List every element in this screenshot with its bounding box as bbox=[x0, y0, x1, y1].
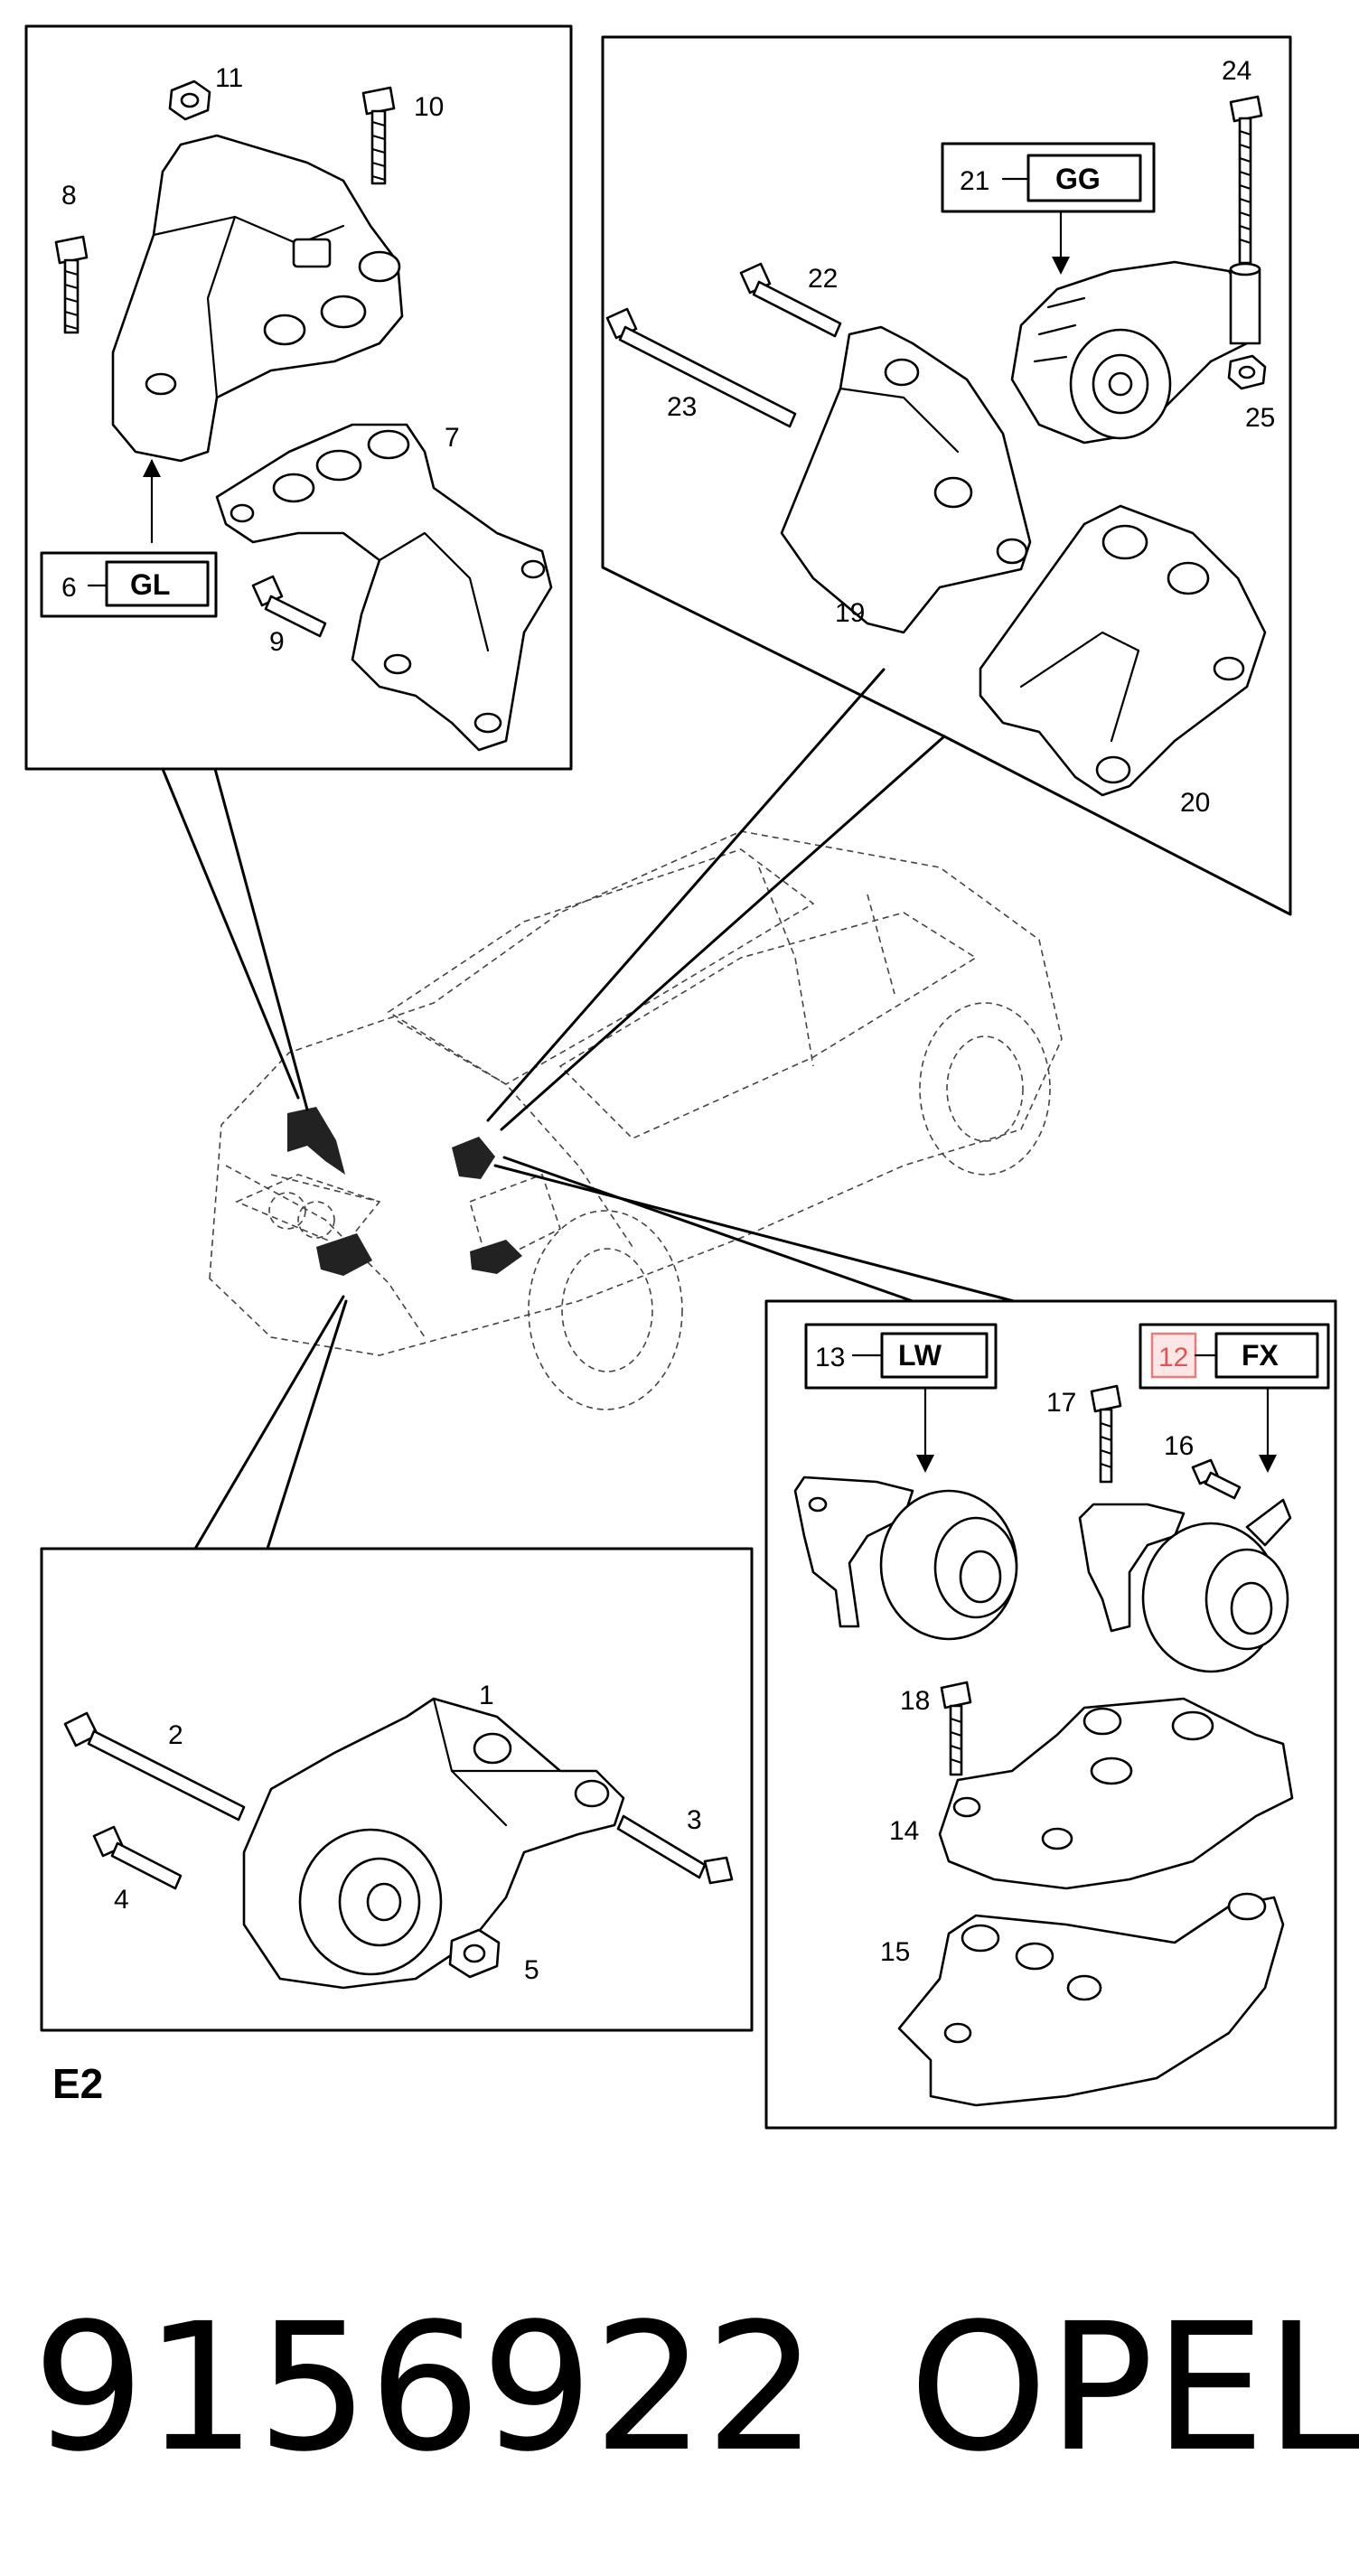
code-lw: LW bbox=[898, 1339, 942, 1372]
mount-location-rear bbox=[452, 1137, 495, 1179]
callout-8: 8 bbox=[61, 181, 77, 211]
callout-14: 14 bbox=[889, 1816, 919, 1846]
bolt-18 bbox=[940, 1681, 972, 1776]
nut-11 bbox=[168, 80, 211, 121]
part-13-mount bbox=[793, 1475, 1018, 1641]
bolt-22 bbox=[739, 262, 842, 338]
callout-4: 4 bbox=[114, 1885, 129, 1915]
callout-2: 2 bbox=[168, 1720, 183, 1750]
callout-18: 18 bbox=[900, 1686, 930, 1716]
nut-5 bbox=[448, 1928, 501, 1979]
part-21-mount bbox=[1010, 260, 1249, 445]
callout-23: 23 bbox=[667, 392, 697, 422]
bolt-3 bbox=[616, 1814, 734, 1885]
panel-top-right: 24 21 GG 22 23 25 19 20 bbox=[486, 35, 1292, 1131]
bolt-16 bbox=[1191, 1458, 1242, 1500]
bolt-23 bbox=[605, 307, 797, 428]
callout-1: 1 bbox=[479, 1681, 494, 1710]
callout-11: 11 bbox=[215, 63, 243, 93]
callout-6: 6 bbox=[61, 573, 77, 603]
panel-bottom-right: 13 LW 12 FX 17 16 18 14 15 bbox=[493, 1156, 1337, 2130]
part-number: 9156922 bbox=[33, 2285, 817, 2490]
callout-5: 5 bbox=[524, 1955, 539, 1985]
code-fx: FX bbox=[1242, 1339, 1279, 1372]
bolt-24 bbox=[1229, 95, 1263, 345]
callout-19: 19 bbox=[835, 598, 865, 628]
part-1-mount bbox=[242, 1697, 625, 1990]
bolt-2 bbox=[63, 1711, 246, 1822]
bolt-17 bbox=[1090, 1384, 1122, 1484]
callout-13: 13 bbox=[815, 1343, 845, 1372]
code-gg: GG bbox=[1055, 163, 1101, 195]
callout-24: 24 bbox=[1222, 56, 1251, 86]
callout-15: 15 bbox=[880, 1937, 910, 1967]
callout-22: 22 bbox=[808, 264, 838, 294]
callout-25: 25 bbox=[1245, 403, 1275, 433]
panel-top-left: 11 10 8 7 6 GL 9 bbox=[24, 24, 573, 1111]
mount-location-right bbox=[470, 1240, 522, 1274]
bolt-4 bbox=[92, 1825, 183, 1890]
mount-location-front bbox=[316, 1233, 372, 1276]
callout-3: 3 bbox=[687, 1805, 702, 1835]
bolt-10 bbox=[361, 86, 396, 185]
section-label: E2 bbox=[52, 2060, 103, 2107]
mount-location-left bbox=[287, 1107, 345, 1175]
bolt-8 bbox=[54, 235, 89, 334]
panel-bottom-left: 1 2 3 4 5 bbox=[40, 1295, 754, 2032]
part-14-bracket bbox=[938, 1697, 1294, 1890]
part-12-mount bbox=[1078, 1498, 1292, 1673]
bolt-9 bbox=[251, 575, 327, 638]
callout-16: 16 bbox=[1164, 1431, 1194, 1461]
part-19-bracket bbox=[780, 325, 1032, 634]
nut-25 bbox=[1227, 354, 1267, 390]
brand-name: OPEL bbox=[909, 2285, 1359, 2490]
code-gl: GL bbox=[130, 568, 170, 601]
callout-21: 21 bbox=[960, 166, 989, 196]
part-20-bracket bbox=[979, 504, 1267, 797]
highlight-box bbox=[1150, 1332, 1197, 1379]
callout-12: 12 bbox=[1158, 1343, 1188, 1372]
callout-10: 10 bbox=[414, 92, 444, 122]
car-illustration bbox=[209, 830, 1063, 1410]
part-6-mount bbox=[111, 134, 404, 463]
part-7-bracket bbox=[215, 423, 553, 752]
callout-20: 20 bbox=[1180, 788, 1210, 818]
callout-17: 17 bbox=[1046, 1388, 1076, 1418]
callout-7: 7 bbox=[445, 423, 460, 453]
callout-9: 9 bbox=[269, 627, 285, 657]
part-15-bracket bbox=[897, 1892, 1285, 2107]
